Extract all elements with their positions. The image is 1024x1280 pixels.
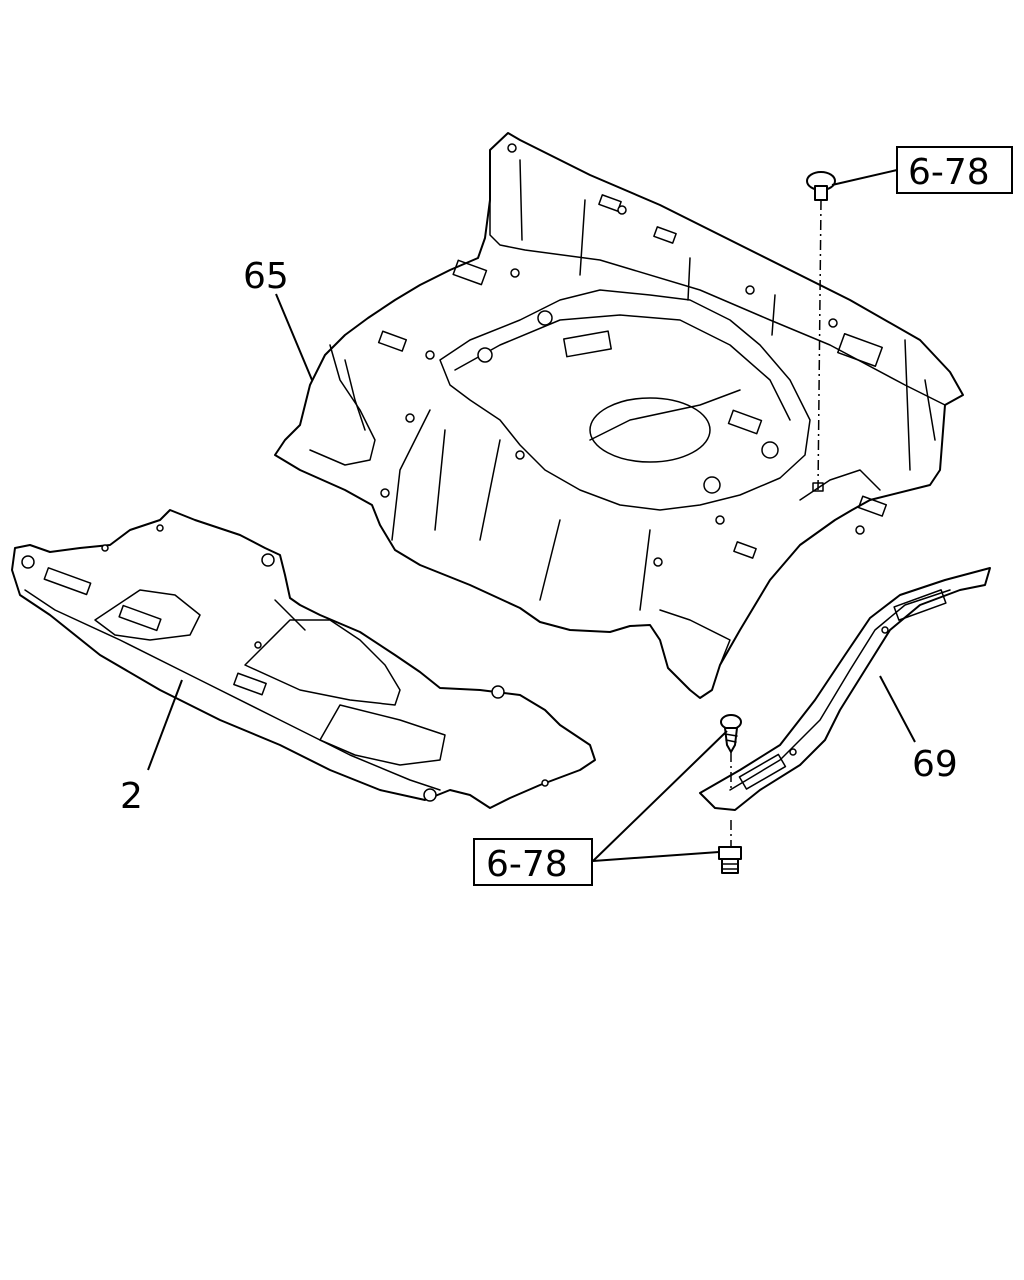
nut-clip-fastener[interactable] (718, 846, 742, 874)
leader-2 (147, 679, 183, 771)
screw-fastener[interactable] (720, 714, 742, 753)
clip-fastener-top[interactable] (806, 171, 836, 201)
fastener-axis-top (817, 199, 822, 491)
front-floor-cover[interactable] (11, 509, 596, 809)
leader-69 (879, 675, 916, 743)
ref-label-bottom: 6-78 (486, 844, 568, 885)
ref-label-top: 6-78 (908, 152, 990, 193)
side-member-bracket[interactable] (699, 567, 991, 811)
callout-69[interactable]: 69 (912, 744, 958, 785)
ref-box-bottom[interactable]: 6-78 (473, 838, 593, 886)
callout-65[interactable]: 65 (243, 256, 289, 297)
rear-floor-panel[interactable] (274, 132, 964, 699)
leader-ref-bottom-a (592, 730, 728, 862)
leader-65 (275, 293, 313, 381)
ref-box-top[interactable]: 6-78 (896, 146, 1013, 194)
leader-ref-bottom-b (592, 851, 720, 862)
leader-ref-top (831, 169, 898, 186)
callout-2[interactable]: 2 (120, 776, 143, 817)
